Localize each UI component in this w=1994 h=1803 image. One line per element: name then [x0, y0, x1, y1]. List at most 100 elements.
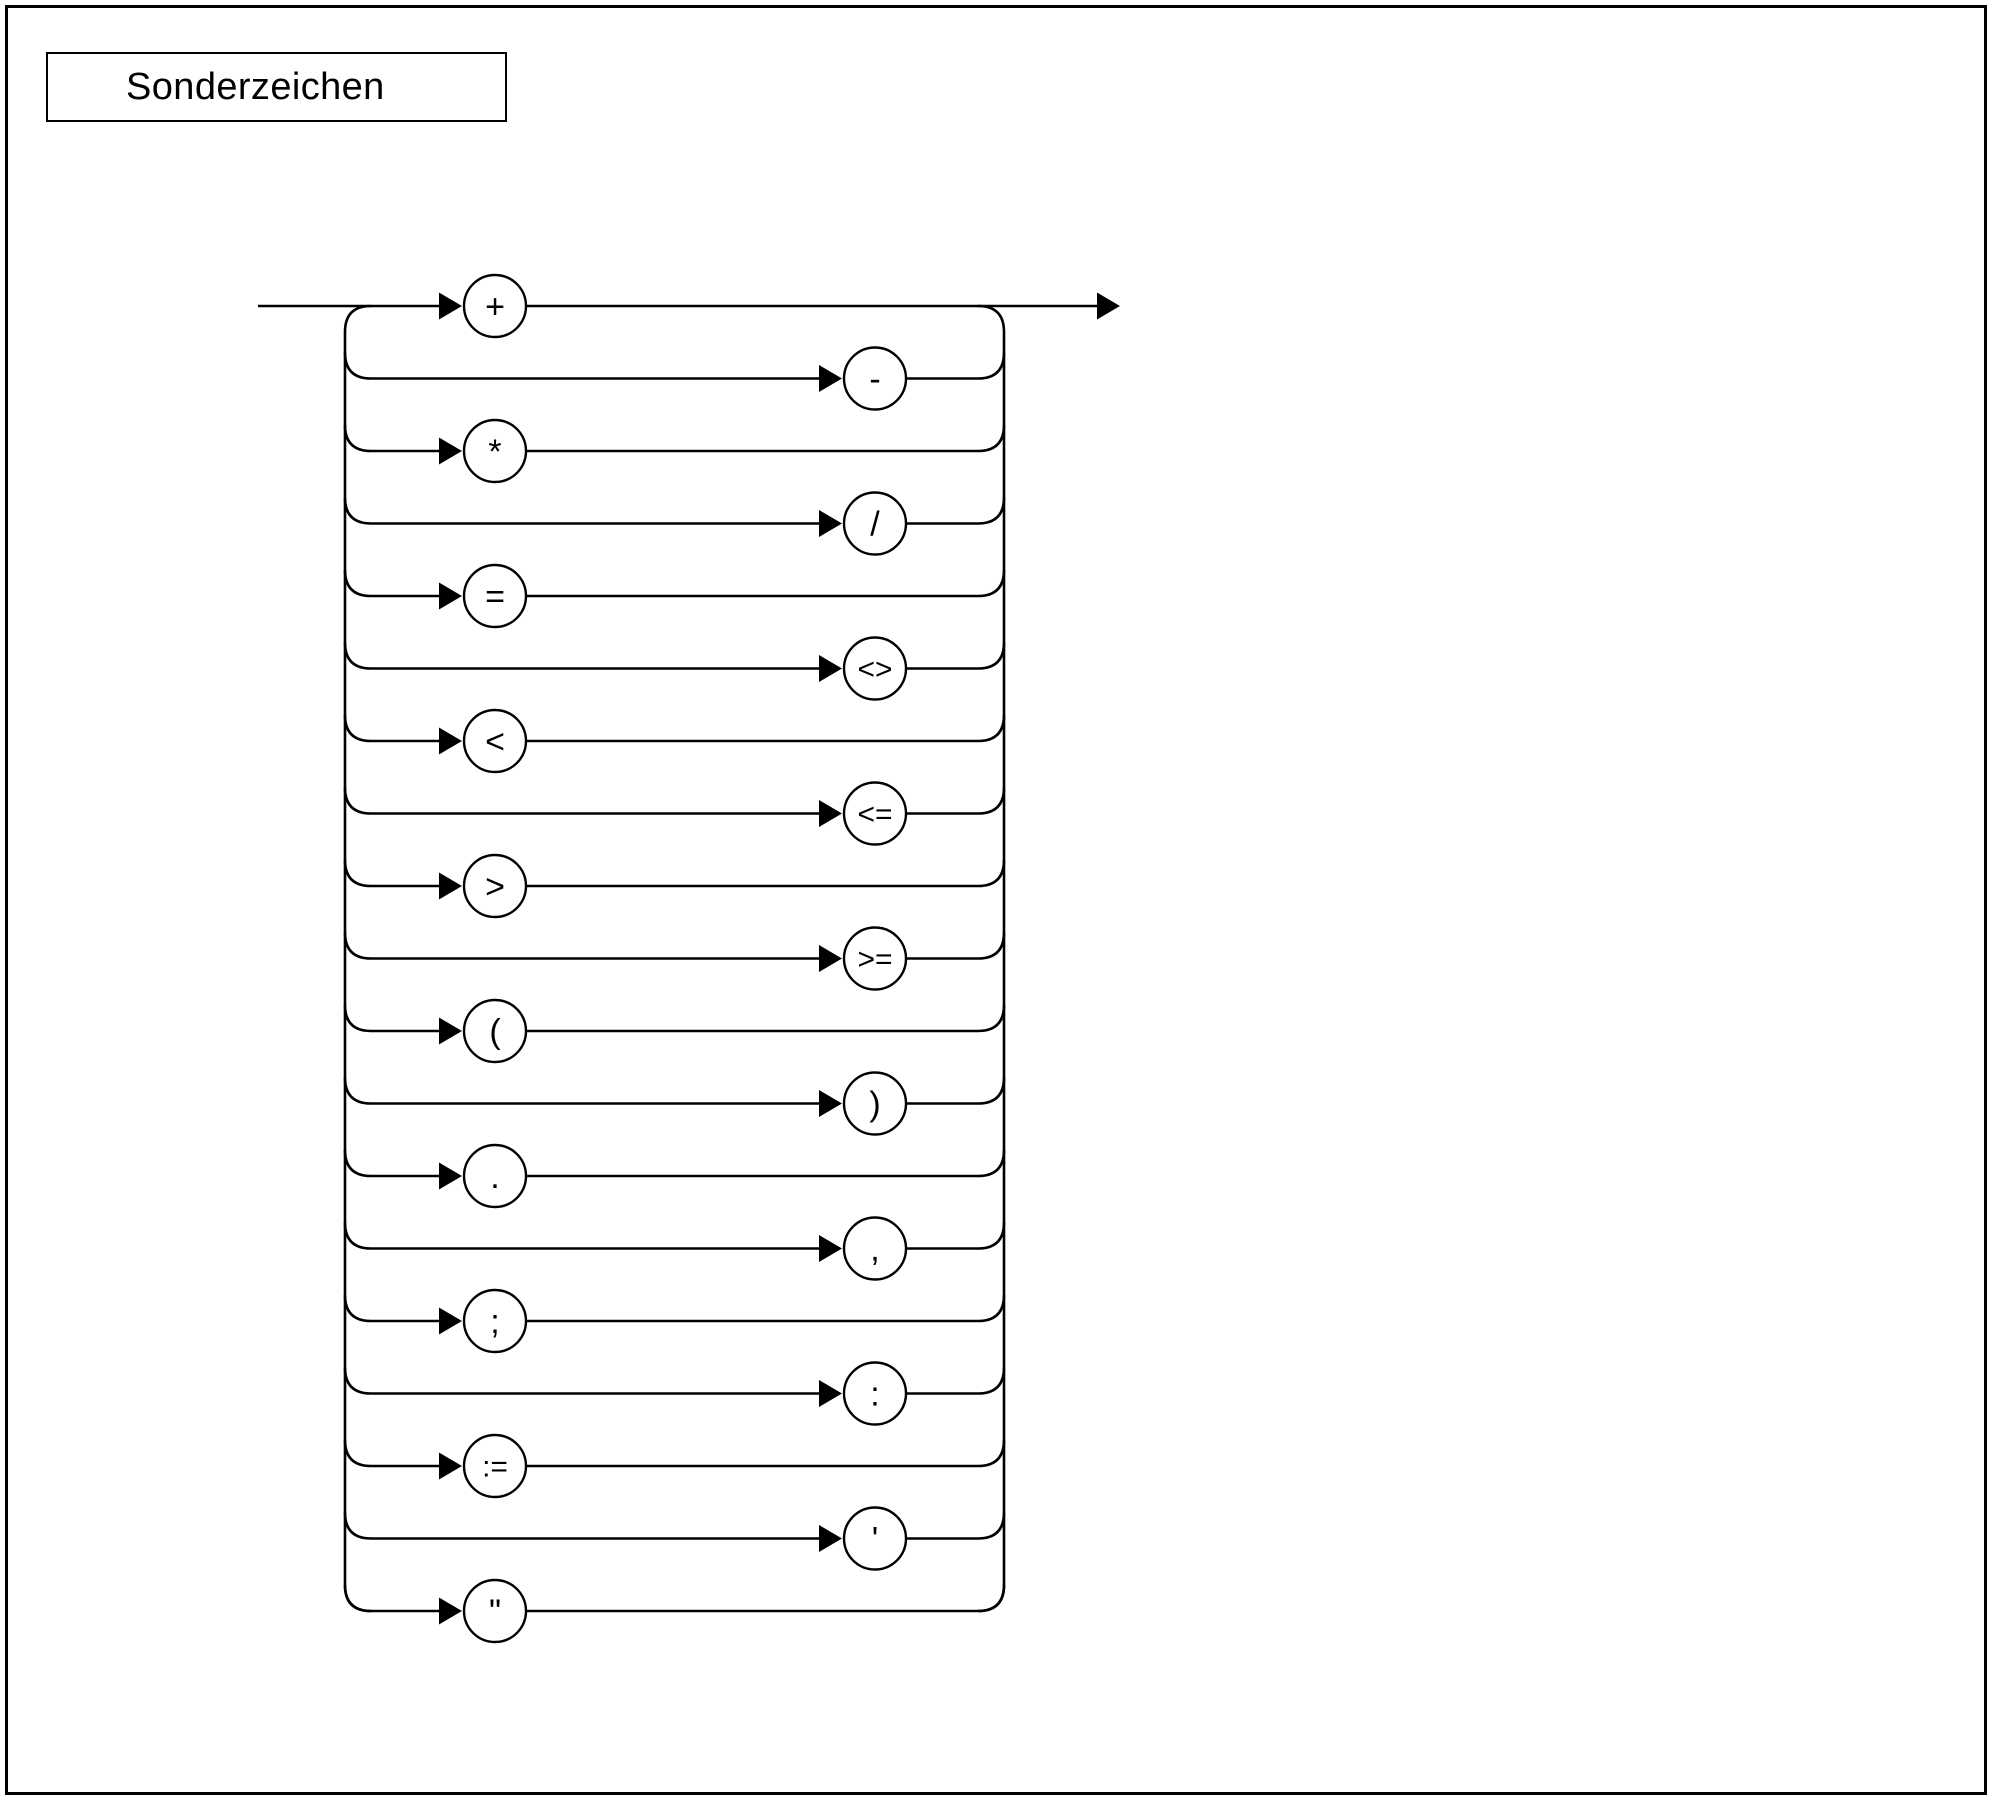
- branch-line-right-13: [526, 1149, 1006, 1178]
- arrowhead-greater-than-node: [439, 872, 462, 900]
- branch-line-left-18: [343, 1512, 819, 1540]
- less-than-node[interactable]: [462, 708, 528, 774]
- terminal-label-13: .: [490, 1158, 499, 1196]
- branch-line-right-18: [906, 1512, 1006, 1540]
- branch-line-right-6: [906, 642, 1006, 670]
- branch-line-left-11: [343, 1004, 439, 1033]
- terminal-label-14: ,: [870, 1231, 879, 1269]
- arrowhead-equals-node: [439, 582, 462, 610]
- page-title: Sonderzeichen: [126, 66, 385, 108]
- plus-node[interactable]: [462, 273, 528, 339]
- not-equals-node[interactable]: [842, 636, 908, 701]
- branch-line-left-9: [343, 859, 439, 888]
- minus-node[interactable]: [842, 346, 908, 411]
- arrowhead-semicolon-node: [439, 1307, 462, 1335]
- comma-node[interactable]: [842, 1216, 908, 1281]
- terminal-apostrophe-node[interactable]: ': [842, 1506, 908, 1571]
- branch-line-left-2: [343, 352, 819, 380]
- arrowhead-double-quote-node: [439, 1597, 462, 1625]
- branch-line-right-16: [906, 1367, 1006, 1395]
- arrowhead-left-paren-node: [439, 1017, 462, 1045]
- arrowhead-assignment-node: [439, 1452, 462, 1480]
- terminal-label-5: =: [485, 578, 505, 616]
- terminal-left-paren-node[interactable]: (: [462, 998, 528, 1064]
- semicolon-node[interactable]: [462, 1288, 528, 1354]
- assignment-node[interactable]: [462, 1433, 528, 1499]
- branch-line-left-15: [343, 1294, 439, 1323]
- asterisk-node[interactable]: [462, 418, 528, 484]
- terminal-comma-node[interactable]: ,: [842, 1216, 908, 1281]
- arrowhead-less-equal-node: [819, 800, 842, 827]
- branch-line-left-13: [343, 1149, 439, 1178]
- branch-line-right-8: [906, 787, 1006, 815]
- terminal-label-17: :=: [482, 1451, 508, 1484]
- colon-node[interactable]: [842, 1361, 908, 1426]
- branch-line-right-4: [906, 497, 1006, 525]
- branch-line-left-12: [343, 1077, 819, 1105]
- terminal-label-3: *: [488, 433, 501, 471]
- terminal-label-10: >=: [857, 943, 892, 976]
- arrowheads-layer: [439, 292, 1120, 1625]
- terminal-assignment-node[interactable]: :=: [462, 1433, 528, 1499]
- terminal-less-than-node[interactable]: <: [462, 708, 528, 774]
- branch-line-right-17: [526, 1439, 1006, 1468]
- branch-line-left-19: [343, 1584, 439, 1613]
- less-equal-node[interactable]: [842, 781, 908, 846]
- left-paren-node[interactable]: [462, 998, 528, 1064]
- arrowhead-right-paren-node: [819, 1090, 842, 1117]
- terminal-greater-equal-node[interactable]: >=: [842, 926, 908, 991]
- greater-than-node[interactable]: [462, 853, 528, 919]
- arrowhead-apostrophe-node: [819, 1525, 842, 1552]
- terminal-right-paren-node[interactable]: ): [842, 1071, 908, 1136]
- slash-node[interactable]: [842, 491, 908, 556]
- branch-line-right-7: [526, 714, 1006, 743]
- arrowhead-minus-node: [819, 365, 842, 392]
- terminal-less-equal-node[interactable]: <=: [842, 781, 908, 846]
- branch-line-right-5: [526, 569, 1006, 598]
- branch-line-right-19: [526, 1584, 1006, 1613]
- equals-node[interactable]: [462, 563, 528, 629]
- arrowhead-less-than-node: [439, 727, 462, 755]
- terminal-label-12: ): [869, 1086, 880, 1124]
- branch-line-left-5: [343, 569, 439, 598]
- period-node[interactable]: [462, 1143, 528, 1209]
- right-rail-bottom-corner: [977, 1584, 1006, 1613]
- terminal-nodes-layer: +-*/=<><<=>>=().,;::='": [462, 273, 908, 1644]
- branch-line-right-2: [906, 352, 1006, 380]
- terminal-plus-node[interactable]: +: [462, 273, 528, 339]
- terminal-label-18: ': [872, 1521, 879, 1559]
- branch-line-right-11: [526, 1004, 1006, 1033]
- branch-line-left-8: [343, 787, 819, 815]
- branch-line-right-14: [906, 1222, 1006, 1250]
- branch-line-left-7: [343, 714, 439, 743]
- greater-equal-node[interactable]: [842, 926, 908, 991]
- branch-line-left-10: [343, 932, 819, 960]
- rails-layer: [258, 304, 1097, 1613]
- terminal-period-node[interactable]: .: [462, 1143, 528, 1209]
- terminal-semicolon-node[interactable]: ;: [462, 1288, 528, 1354]
- terminal-label-4: /: [870, 506, 880, 544]
- branch-line-right-3: [526, 424, 1006, 453]
- branch-line-right-15: [526, 1294, 1006, 1323]
- terminal-label-2: -: [869, 361, 880, 399]
- terminal-minus-node[interactable]: -: [842, 346, 908, 411]
- terminal-greater-than-node[interactable]: >: [462, 853, 528, 919]
- apostrophe-node[interactable]: [842, 1506, 908, 1571]
- left-rail-bottom-corner: [343, 1584, 372, 1613]
- arrowhead-comma-node: [819, 1235, 842, 1262]
- terminal-not-equals-node[interactable]: <>: [842, 636, 908, 701]
- terminal-double-quote-node[interactable]: ": [462, 1578, 528, 1644]
- double-quote-node[interactable]: [462, 1578, 528, 1644]
- left-vertical-rail: [343, 304, 372, 1585]
- terminal-label-19: ": [489, 1593, 501, 1631]
- terminal-colon-node[interactable]: :: [842, 1361, 908, 1426]
- right-paren-node[interactable]: [842, 1071, 908, 1136]
- terminal-asterisk-node[interactable]: *: [462, 418, 528, 484]
- terminal-slash-node[interactable]: /: [842, 491, 908, 556]
- branch-line-left-3: [343, 424, 439, 453]
- arrowhead-plus-node: [439, 292, 462, 320]
- terminal-equals-node[interactable]: =: [462, 563, 528, 629]
- branch-line-left-16: [343, 1367, 819, 1395]
- branch-line-left-4: [343, 497, 819, 525]
